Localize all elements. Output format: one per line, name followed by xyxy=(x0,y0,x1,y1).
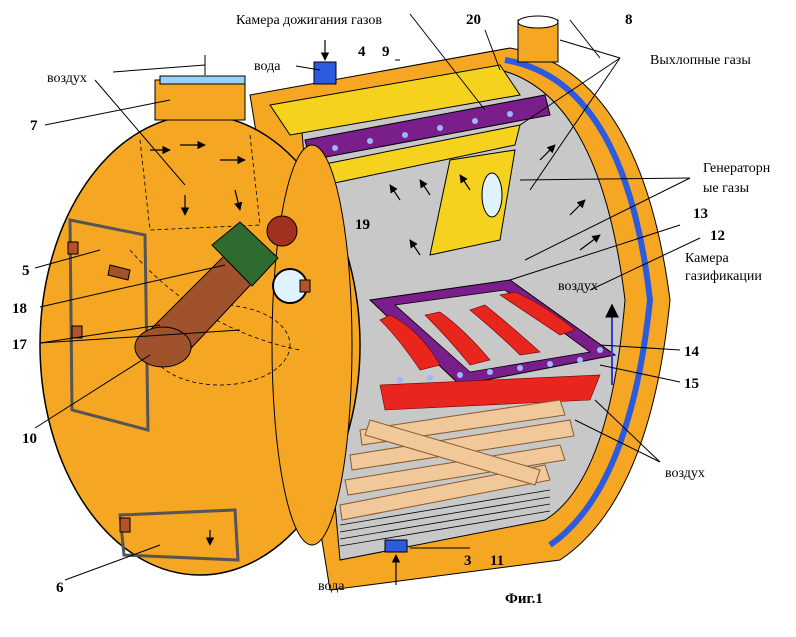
fan-disc xyxy=(266,215,298,247)
afterburn-chamber-plate xyxy=(269,64,521,136)
callout-13: 13 xyxy=(693,206,708,222)
callout-6: 6 xyxy=(56,580,64,596)
water-inlet-top xyxy=(313,61,337,85)
callout-3: 3 xyxy=(464,553,472,569)
label-air-middle: воздух xyxy=(558,279,598,294)
callout-19: 19 xyxy=(355,217,370,233)
label-afterburn-chamber: Камера дожигания газов xyxy=(236,13,382,28)
purple-grate-inner xyxy=(394,289,592,373)
door-air-arrows xyxy=(150,140,246,546)
top-pipe-holes xyxy=(332,111,513,151)
exhaust-pipe-top xyxy=(517,15,559,29)
figure-caption: Фиг.1 xyxy=(505,591,543,607)
burner-end xyxy=(134,326,192,368)
ash-door-hinge xyxy=(119,517,131,533)
chamber-gas-arrows xyxy=(389,144,601,256)
loading-door-frame xyxy=(68,218,150,432)
wood-logs xyxy=(339,399,575,521)
flames xyxy=(379,291,601,411)
callout-9: 9 xyxy=(382,44,390,60)
label-water-top: вода xyxy=(254,59,281,74)
front-door-rim xyxy=(271,144,353,546)
water-jacket xyxy=(504,57,654,548)
port-latch xyxy=(299,279,311,293)
leader-lines xyxy=(34,13,701,581)
callout-10: 10 xyxy=(22,431,37,447)
callout-15: 15 xyxy=(684,376,699,392)
callout-12: 12 xyxy=(710,228,725,244)
label-exhaust-gases: Выхлопные газы xyxy=(650,53,751,68)
callout-14: 14 xyxy=(684,344,700,360)
callout-4: 4 xyxy=(358,44,366,60)
fan-box xyxy=(211,221,279,287)
bottom-water-pipe xyxy=(384,539,408,553)
label-air-top-left: воздух xyxy=(47,71,87,86)
hinge-top xyxy=(67,241,79,255)
label-air-bottom-right: воздух xyxy=(665,466,705,481)
air-valve xyxy=(107,264,131,281)
label-gasification-chamber-1: Камера xyxy=(685,251,729,266)
label-gasification-chamber-2: газификации xyxy=(685,269,762,284)
callout-11: 11 xyxy=(490,553,504,569)
callout-18: 18 xyxy=(12,301,27,317)
label-generator-gases-1: Генераторн xyxy=(703,161,771,176)
callout-5: 5 xyxy=(22,263,30,279)
hinge-bottom xyxy=(71,325,83,339)
ash-door-frame xyxy=(118,508,240,562)
air-intake-top-cap xyxy=(159,75,246,85)
callout-17: 17 xyxy=(12,337,28,353)
gas-outlet-window xyxy=(481,172,503,218)
ash-grid xyxy=(339,489,551,547)
label-generator-gases-2: ые газы xyxy=(703,181,750,196)
callout-20: 20 xyxy=(466,12,481,28)
label-water-bottom: вода xyxy=(318,579,345,594)
callout-7: 7 xyxy=(30,118,38,134)
callout-8: 8 xyxy=(625,12,633,28)
grate-holes xyxy=(397,347,603,383)
